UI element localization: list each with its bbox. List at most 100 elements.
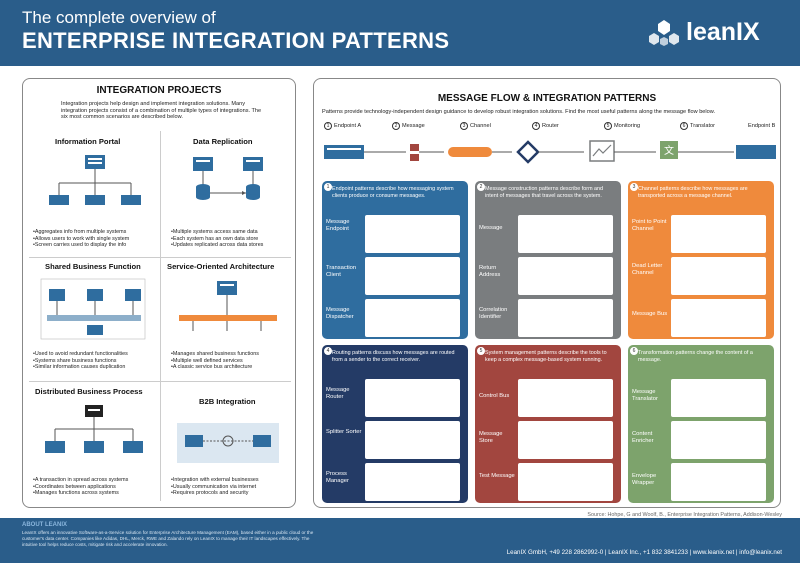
integration-projects-intro: Integration projects help design and imp… <box>61 101 262 121</box>
row-label: Message <box>479 225 503 231</box>
flow-num: 2 <box>392 122 400 130</box>
row-diagram <box>365 299 460 337</box>
row-label: Message Endpoint <box>326 219 350 232</box>
row-diagram <box>671 215 766 253</box>
pattern-card-channel: 3 Channel patterns describe how messages… <box>628 181 774 339</box>
leanix-logo[interactable]: leanIX <box>648 18 783 48</box>
card-description: Routing patterns discuss how messages ar… <box>332 350 455 363</box>
row-diagram <box>518 257 613 295</box>
flow-label: Channel <box>470 123 491 129</box>
cell-title-shared-business-function: Shared Business Function <box>45 262 141 271</box>
flow-num: 1 <box>324 122 332 130</box>
distributed-business-process-bullets: A transaction in spread across systems C… <box>33 477 128 497</box>
bullet: Updates replicated across data stores <box>171 242 264 249</box>
row-diagram <box>365 257 460 295</box>
bullet: Aggregates info from multiple systems <box>33 229 129 236</box>
row-label: Message Translator <box>632 389 658 402</box>
row-label: Envelope Wrapper <box>632 473 657 486</box>
row-diagram <box>365 463 460 501</box>
shared-business-function-diagram <box>40 278 146 340</box>
bullet: Used to avoid redundant functionalities <box>33 351 128 358</box>
row-diagram <box>671 463 766 501</box>
bullet: Systems share business functions <box>33 358 128 365</box>
message-flow-strip: 文 <box>324 140 776 164</box>
row-diagram <box>671 257 766 295</box>
card-num: 4 <box>324 347 332 355</box>
information-portal-diagram <box>49 155 141 205</box>
bullet: Coordinates between applications <box>33 484 128 491</box>
logo-text: leanIX <box>686 18 760 46</box>
row-diagram <box>518 463 613 501</box>
flow-label: Router <box>542 123 559 129</box>
row-diagram <box>671 299 766 337</box>
bullet: Similar information causes duplication <box>33 364 128 371</box>
page-footer: ABOUT LEANIX LeanIX offers an innovative… <box>0 518 800 563</box>
cell-title-data-replication: Data Replication <box>193 137 253 146</box>
information-portal-bullets: Aggregates info from multiple systems Al… <box>33 229 129 249</box>
row-diagram <box>518 379 613 417</box>
title-line2: ENTERPRISE INTEGRATION PATTERNS <box>22 28 450 53</box>
bullet: Each system has an own data store <box>171 236 263 243</box>
flow-num: 5 <box>604 122 612 130</box>
bullet: Screen carries used to display the info <box>33 242 129 249</box>
integration-projects-panel: INTEGRATION PROJECTS Integration project… <box>22 78 296 508</box>
contact-line[interactable]: LeanIX GmbH, +49 228 2862992-0 | LeanIX … <box>506 549 782 556</box>
row-label: Content Enricher <box>632 431 654 444</box>
flow-num: 6 <box>680 122 688 130</box>
row-label: Correlation Identifier <box>479 307 508 320</box>
flow-label: Message <box>402 123 425 129</box>
card-num: 3 <box>630 183 638 191</box>
card-num: 1 <box>324 183 332 191</box>
row-diagram <box>671 421 766 459</box>
grid-divider-h2 <box>29 381 291 382</box>
flow-label: Translator <box>690 123 715 129</box>
row-label: Splitter Sorter <box>326 429 362 435</box>
row-diagram <box>671 379 766 417</box>
row-label: Process Manager <box>326 471 349 484</box>
title-line1: The complete overview of <box>22 8 216 27</box>
flow-label: Monitoring <box>614 123 641 129</box>
grid-divider-h1 <box>29 257 291 258</box>
bullet: Integration with external businesses <box>171 477 259 484</box>
pattern-card-routing: 4 Routing patterns discuss how messages … <box>322 345 468 503</box>
row-diagram <box>518 215 613 253</box>
row-diagram <box>518 299 613 337</box>
row-diagram <box>365 215 460 253</box>
card-num: 2 <box>477 183 485 191</box>
bullet: A classic service bus architecture <box>171 364 259 371</box>
row-label: Message Router <box>326 387 350 400</box>
row-diagram <box>365 379 460 417</box>
leanix-logo-icon <box>649 20 679 46</box>
integration-projects-title: INTEGRATION PROJECTS <box>96 85 222 96</box>
row-label: Dead Letter Channel <box>632 263 663 276</box>
flow-step-endpoint-b: Endpoint B <box>748 123 776 129</box>
row-label: Test Message <box>479 473 515 479</box>
row-diagram <box>365 421 460 459</box>
bullet: Requires protocols and security <box>171 490 259 497</box>
bullet: Multiple well defined services <box>171 358 259 365</box>
pattern-card-endpoint: 1 Endpoint patterns describe how messagi… <box>322 181 468 339</box>
row-label: Transaction Client <box>326 265 357 278</box>
distributed-business-process-diagram <box>45 405 143 453</box>
cell-title-soa: Service-Oriented Architecture <box>167 262 275 271</box>
card-num: 6 <box>630 347 638 355</box>
card-description: Transformation patterns change the conte… <box>638 350 753 363</box>
row-label: Message Store <box>479 431 503 444</box>
row-label: Point to Point Channel <box>632 219 667 232</box>
card-description: Endpoint patterns describe how messaging… <box>332 186 454 199</box>
message-flow-panel: MESSAGE FLOW & INTEGRATION PATTERNS Patt… <box>313 78 781 508</box>
card-description: Channel patterns describe how messages a… <box>638 186 748 199</box>
soa-diagram <box>179 281 277 331</box>
b2b-integration-diagram <box>177 423 279 463</box>
grid-divider-v <box>160 131 161 501</box>
pattern-card-transformation: 6 Transformation patterns change the con… <box>628 345 774 503</box>
bullet: Manages functions across systems <box>33 490 128 497</box>
cell-title-b2b-integration: B2B Integration <box>199 397 256 406</box>
flow-label: Endpoint A <box>334 123 362 129</box>
flow-num: 3 <box>460 122 468 130</box>
cell-title-information-portal: Information Portal <box>55 137 121 146</box>
